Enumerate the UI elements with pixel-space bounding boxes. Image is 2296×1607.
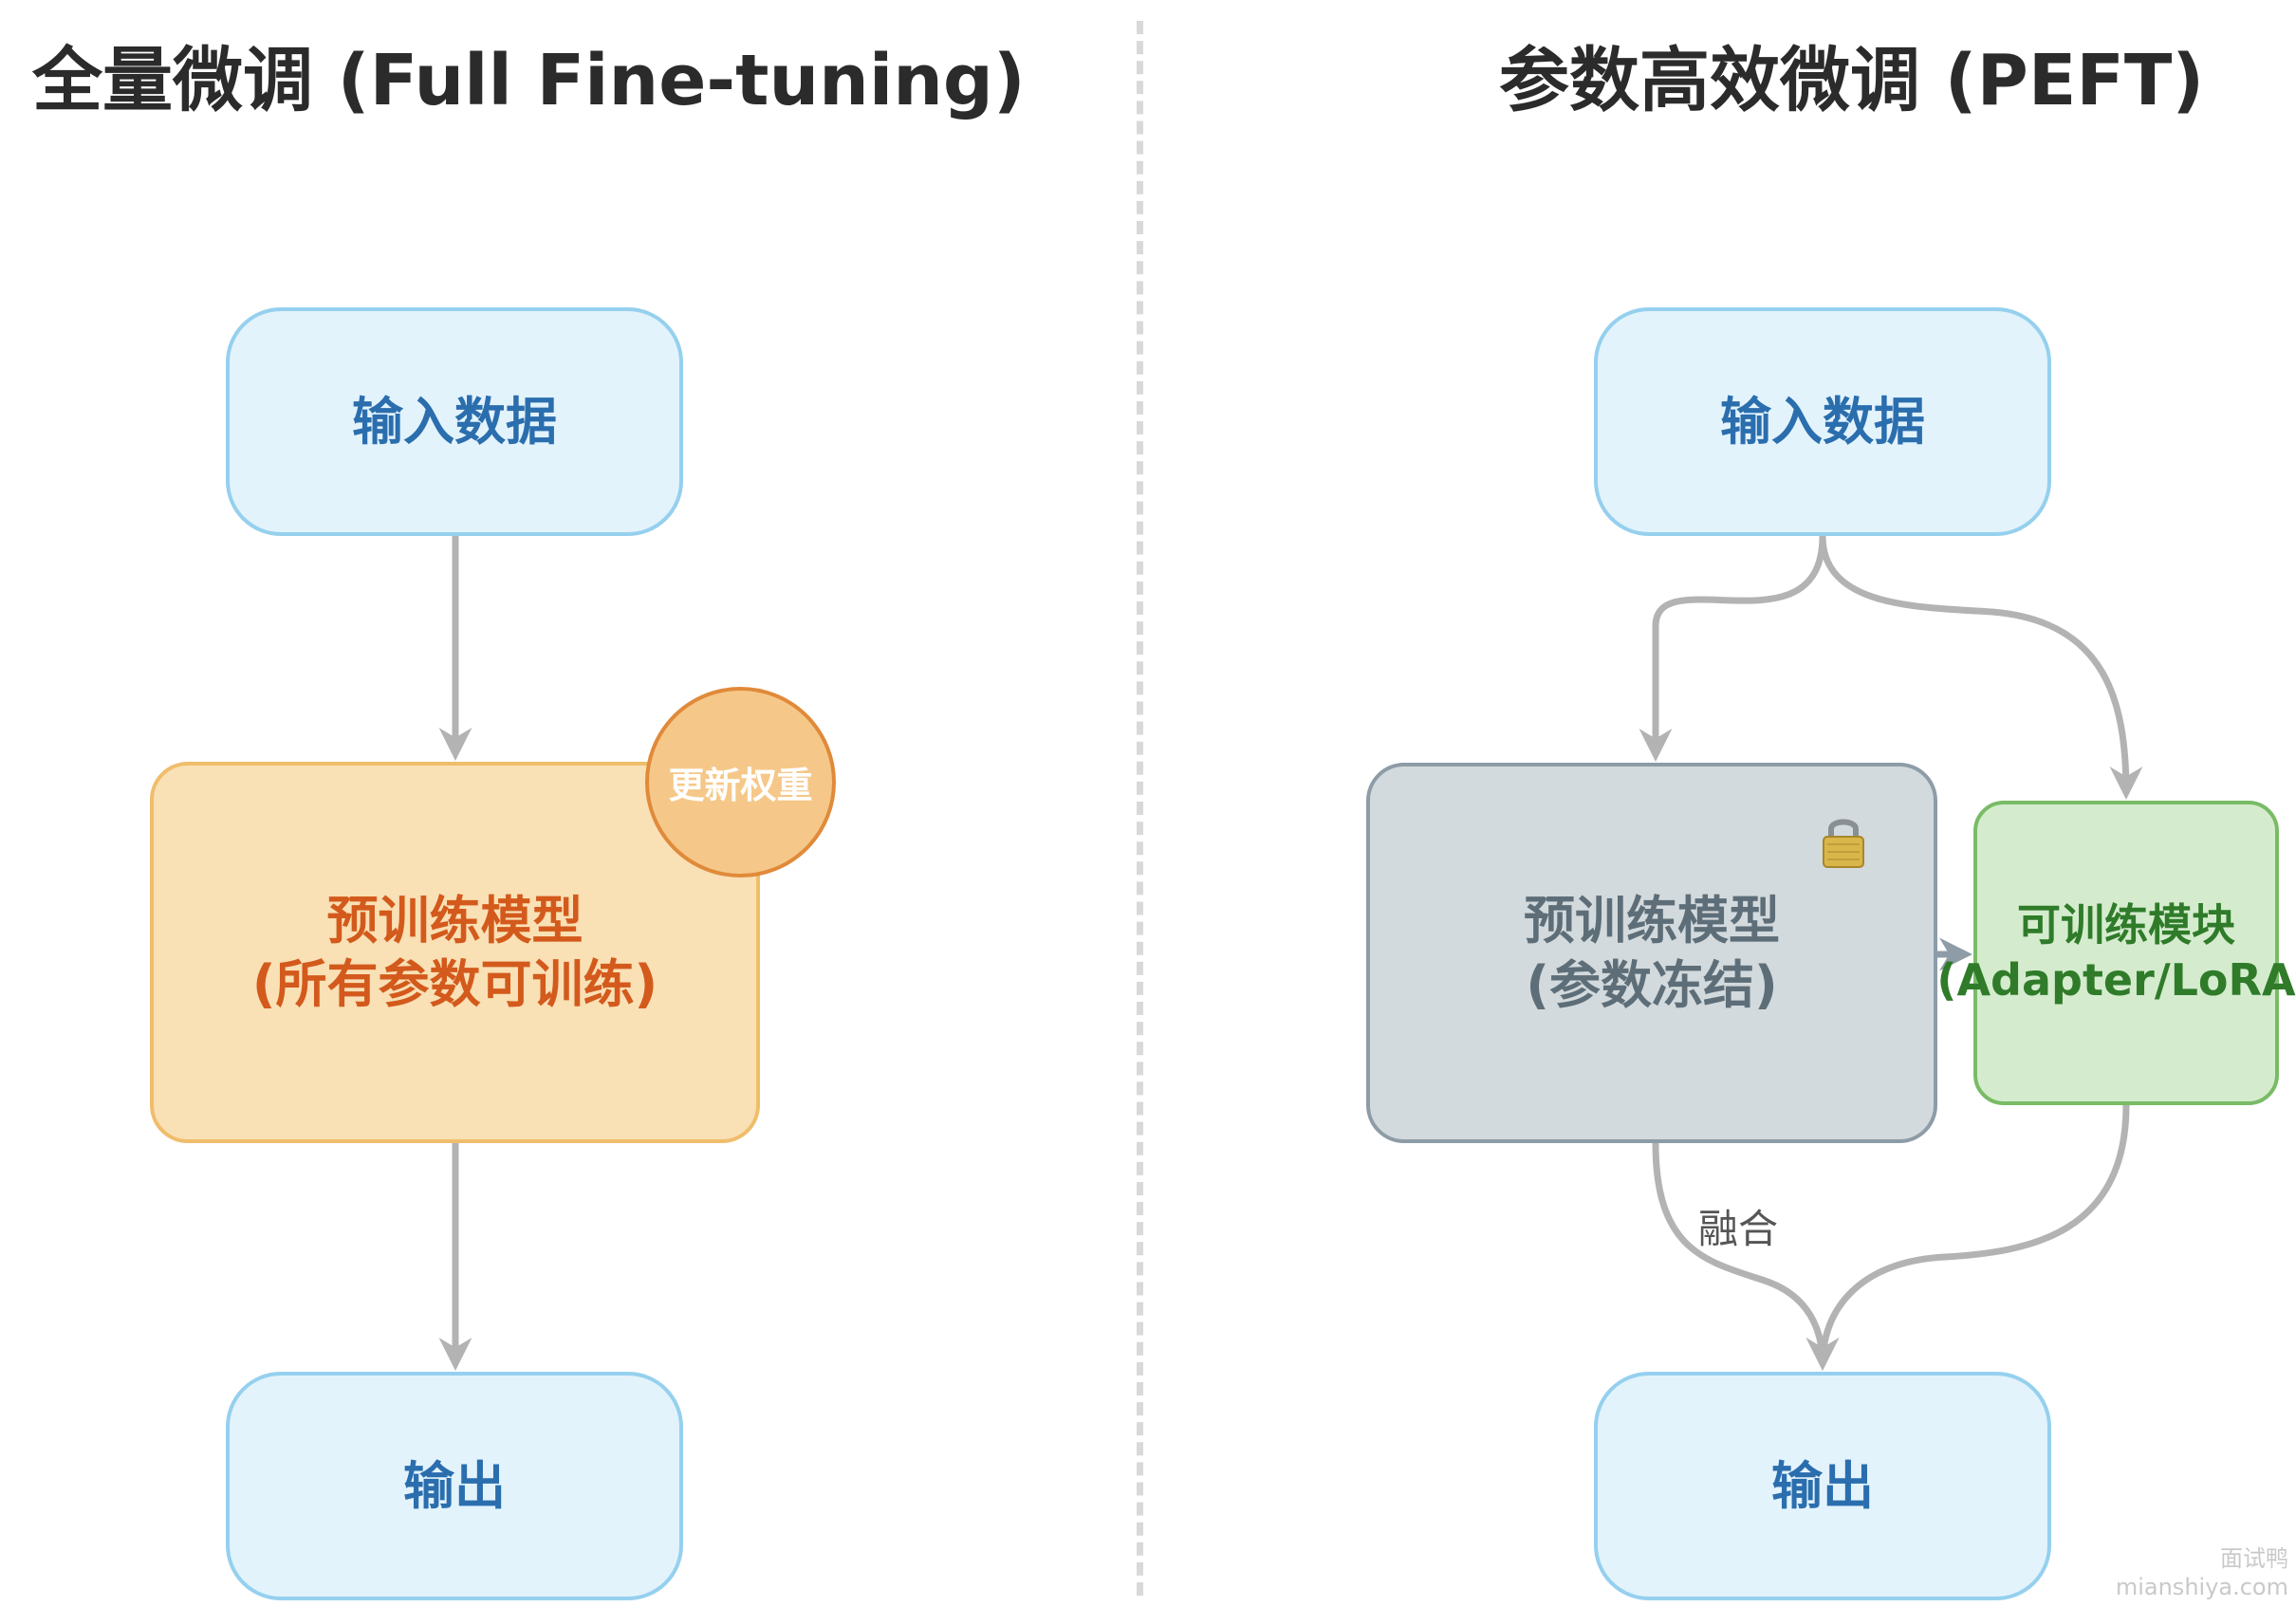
left-input-data-box: 输入数据: [226, 307, 683, 536]
adapter-label-line1: 可训练模块: [2017, 899, 2235, 951]
arrow-input-to-adapter: [1819, 535, 2143, 800]
left-model-label-line1: 预训练模型: [326, 890, 583, 951]
arrow-adapter-to-output: [1805, 1104, 2130, 1371]
right-output-box: 输出: [1594, 1372, 2051, 1600]
merge-label: 融合: [1698, 1206, 1779, 1252]
left-panel-title: 全量微调 (Full Fine-tuning): [32, 40, 1026, 121]
update-weights-label: 更新权重: [668, 765, 813, 806]
watermark-url: mianshiya.com: [2115, 1574, 2288, 1600]
frozen-model-label-line2: (参数冻结): [1526, 954, 1778, 1015]
left-output-box: 输出: [226, 1372, 683, 1600]
watermark-brand: 面试鸭: [2220, 1545, 2288, 1572]
right-input-label: 输入数据: [1720, 391, 1925, 452]
right-output-label: 输出: [1771, 1455, 1874, 1516]
watermark: 面试鸭 mianshiya.com: [2116, 1544, 2288, 1601]
panel-divider: [1137, 21, 1143, 1596]
update-weights-badge: 更新权重: [645, 687, 836, 877]
right-input-data-box: 输入数据: [1594, 307, 2051, 536]
lock-icon: [1823, 819, 1864, 868]
arrow-frozen-to-output: [1652, 1142, 1840, 1371]
left-output-label: 输出: [403, 1455, 506, 1516]
adapter-label-line2: (Adapter/LoRA): [1936, 953, 2296, 1006]
frozen-pretrained-model-box: 预训练模型 (参数冻结): [1366, 763, 1937, 1143]
left-model-label-line2: (所有参数可训练): [251, 954, 658, 1014]
right-panel-title: 参数高效微调 (PEFT): [1499, 40, 2205, 121]
arrow-input-to-frozen-model: [1639, 535, 1826, 762]
frozen-model-label-line1: 预训练模型: [1524, 891, 1780, 951]
trainable-adapter-box: 可训练模块 (Adapter/LoRA): [1936, 801, 2296, 1105]
left-input-label: 输入数据: [352, 391, 557, 452]
